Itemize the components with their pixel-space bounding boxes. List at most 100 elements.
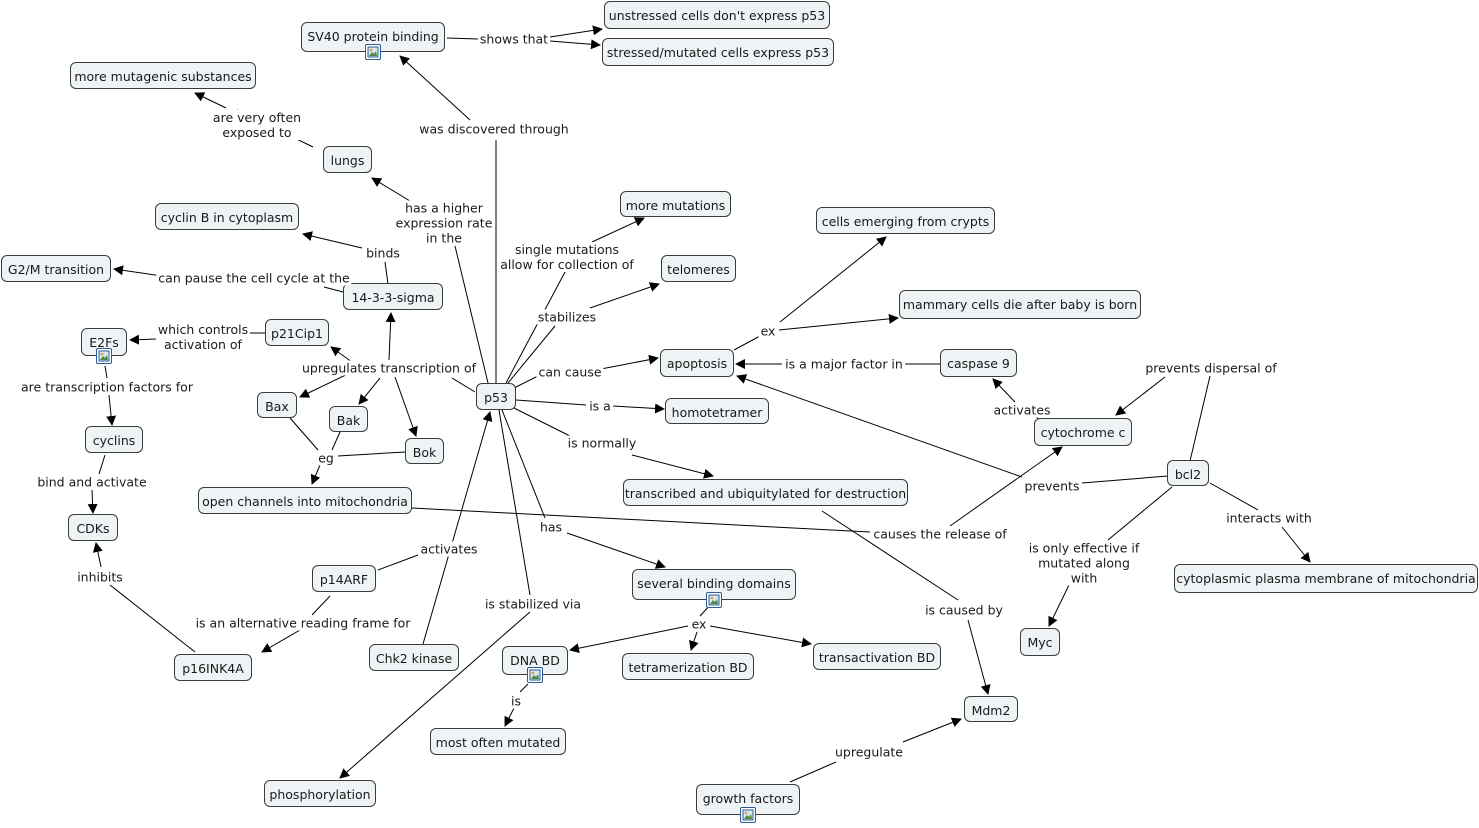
image-icon[interactable] — [527, 667, 543, 683]
concept-p16ink4a[interactable]: p16INK4A — [174, 654, 252, 681]
link-label-only-effective: is only effective if mutated along with — [1026, 540, 1142, 586]
concept-more-mutagenic-substances[interactable]: more mutagenic substances — [70, 62, 256, 89]
concept-label: SV40 protein binding — [307, 29, 439, 44]
concept-label: 14-3-3-sigma — [351, 290, 435, 305]
concept-caspase-9[interactable]: caspase 9 — [940, 349, 1017, 377]
link-label-single-mutations: single mutations allow for collection of — [498, 242, 636, 272]
concept-several-binding-domains[interactable]: several binding domains — [632, 569, 796, 608]
link-label-prevents-dispersal: prevents dispersal of — [1143, 360, 1279, 376]
concept-bax[interactable]: Bax — [257, 392, 297, 418]
link-label-was-discovered-through: was discovered through — [417, 121, 571, 137]
concept-growth-factors[interactable]: growth factors — [696, 784, 800, 823]
concept-label: Bax — [265, 399, 289, 414]
link-label-caused-by: is caused by — [923, 602, 1005, 618]
concept-label: p53 — [484, 390, 508, 405]
concept-label: mammary cells die after baby is born — [902, 297, 1138, 312]
concept-p14arf[interactable]: p14ARF — [312, 565, 376, 592]
link-label-shows-that: shows that — [477, 31, 551, 47]
concept-open-channels[interactable]: open channels into mitochondria — [198, 487, 412, 514]
link-label-alternative-reading-frame: is an alternative reading frame for — [193, 615, 413, 631]
concept-cytochrome-c[interactable]: cytochrome c — [1034, 418, 1132, 446]
concept-cyclins[interactable]: cyclins — [85, 426, 143, 453]
concept-bok[interactable]: Bok — [405, 438, 444, 464]
link-label-exposed-to: are very often exposed to — [210, 110, 304, 140]
concept-sv40-protein-binding[interactable]: SV40 protein binding — [301, 22, 445, 60]
concept-tetramerization-bd[interactable]: tetramerization BD — [622, 653, 754, 680]
concept-label: p16INK4A — [182, 661, 244, 676]
image-icon[interactable] — [706, 592, 722, 608]
concept-bak[interactable]: Bak — [329, 406, 368, 432]
concept-chk2-kinase[interactable]: Chk2 kinase — [369, 644, 459, 671]
concept-cdks[interactable]: CDKs — [68, 514, 118, 541]
link-label-activates-p14arf: activates — [418, 541, 480, 557]
link-label-ex-apoptosis: ex — [758, 323, 778, 339]
concept-label: lungs — [330, 153, 365, 168]
concept-label: p14ARF — [319, 572, 369, 587]
concept-mdm2[interactable]: Mdm2 — [964, 696, 1018, 722]
concept-cytoplasmic-membrane[interactable]: cytoplasmic plasma membrane of mitochond… — [1174, 564, 1478, 593]
concept-cyclin-b[interactable]: cyclin B in cytoplasm — [155, 203, 299, 230]
image-icon[interactable] — [740, 807, 756, 823]
concept-bcl2[interactable]: bcl2 — [1167, 460, 1209, 486]
concept-transcribed-ubiquitylated[interactable]: transcribed and ubiquitylated for destru… — [623, 479, 908, 506]
concept-label: transactivation BD — [818, 650, 936, 665]
concept-14-3-3-sigma[interactable]: 14-3-3-sigma — [343, 283, 443, 310]
concept-label: G2/M transition — [7, 262, 105, 277]
concept-label: Mdm2 — [971, 703, 1011, 718]
concept-e2fs[interactable]: E2Fs — [81, 328, 127, 364]
concept-homotetramer[interactable]: homotetramer — [665, 398, 769, 424]
link-label-is-a: is a — [587, 398, 613, 414]
link-label-is: is — [509, 693, 523, 709]
concept-label: open channels into mitochondria — [202, 494, 408, 509]
link-label-eg: eg — [316, 450, 336, 466]
image-icon[interactable] — [365, 44, 381, 60]
link-label-can-pause: can pause the cell cycle at the — [156, 270, 352, 286]
concept-label: phosphorylation — [269, 787, 371, 802]
link-label-prevents: prevents — [1022, 478, 1082, 494]
image-icon[interactable] — [96, 348, 112, 364]
link-label-which-controls: which controls activation of — [155, 322, 251, 352]
concept-label: CDKs — [76, 521, 110, 536]
concept-myc[interactable]: Myc — [1020, 628, 1060, 656]
concept-label: cytoplasmic plasma membrane of mitochond… — [1176, 571, 1476, 586]
concept-label: bcl2 — [1174, 467, 1202, 482]
concept-p21cip1[interactable]: p21Cip1 — [265, 319, 329, 346]
link-label-inhibits: inhibits — [75, 569, 125, 585]
concept-label: E2Fs — [89, 335, 119, 350]
concept-transactivation-bd[interactable]: transactivation BD — [813, 643, 941, 670]
link-label-upregulates-transcription: upregulates transcription of — [300, 360, 478, 376]
concept-most-often-mutated[interactable]: most often mutated — [430, 728, 566, 755]
concept-label: Bak — [336, 413, 361, 428]
concept-unstressed-cells[interactable]: unstressed cells don't express p53 — [604, 1, 830, 29]
concept-g2m-transition[interactable]: G2/M transition — [1, 255, 111, 282]
concept-telomeres[interactable]: telomeres — [661, 255, 736, 282]
link-label-ex-domains: ex — [689, 616, 709, 632]
concept-dna-bd[interactable]: DNA BD — [502, 646, 568, 683]
concept-mammary-cells[interactable]: mammary cells die after baby is born — [899, 290, 1141, 319]
concept-label: cytochrome c — [1040, 425, 1126, 440]
link-label-can-cause: can cause — [536, 364, 604, 380]
concept-stressed-cells[interactable]: stressed/mutated cells express p53 — [602, 38, 834, 66]
link-label-higher-expression: has a higher expression rate in the — [393, 200, 495, 246]
link-label-is-normally: is normally — [565, 435, 639, 451]
link-label-binds: binds — [364, 245, 402, 261]
concept-more-mutations[interactable]: more mutations — [620, 191, 731, 217]
link-label-causes-release: causes the release of — [871, 526, 1009, 542]
concept-label: apoptosis — [666, 356, 728, 371]
concept-phosphorylation[interactable]: phosphorylation — [264, 780, 376, 807]
concept-apoptosis[interactable]: apoptosis — [660, 349, 734, 377]
concept-p53[interactable]: p53 — [476, 383, 516, 410]
link-label-major-factor: is a major factor in — [783, 356, 905, 372]
concept-label: most often mutated — [435, 735, 561, 750]
concept-lungs[interactable]: lungs — [323, 146, 372, 173]
concept-label: cyclins — [92, 433, 136, 448]
link-label-bind-and-activate: bind and activate — [35, 474, 149, 490]
link-label-stabilizes: stabilizes — [535, 309, 599, 325]
concept-label: more mutagenic substances — [74, 69, 252, 84]
link-label-has: has — [537, 519, 565, 535]
concept-cells-from-crypts[interactable]: cells emerging from crypts — [816, 207, 995, 234]
concept-label: growth factors — [702, 791, 794, 806]
concept-label: Myc — [1027, 635, 1053, 650]
concept-label: cyclin B in cytoplasm — [160, 210, 294, 225]
link-label-interacts-with: interacts with — [1224, 510, 1314, 526]
